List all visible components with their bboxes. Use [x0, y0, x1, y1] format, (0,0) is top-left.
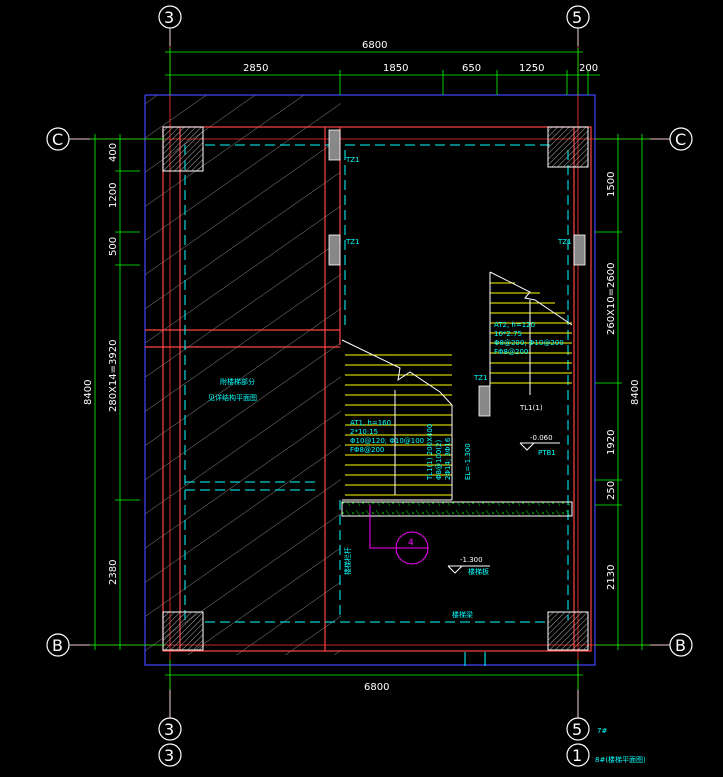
dim-bottom-total: 6800 — [364, 682, 389, 693]
axis-label-c-right: C — [675, 130, 686, 149]
note-left-vertical: 楼梯栏杆 — [343, 547, 352, 575]
dim-left-part-2: 1200 — [108, 183, 119, 208]
elevation-1: -0.060 — [530, 434, 553, 442]
tl1-label: TL1(1) — [519, 404, 543, 412]
at2-note-1: AT2, h=120 — [494, 321, 535, 329]
dim-top-part-3: 650 — [462, 63, 481, 74]
elevation-symbols — [447, 442, 560, 574]
dim-top-total: 6800 — [362, 40, 387, 51]
dim-top-part-4: 1250 — [519, 63, 544, 74]
dim-left-part-3: 500 — [108, 237, 119, 256]
axis-label-c-left: C — [52, 130, 63, 149]
axis-label-bottom-right-2: 1 — [572, 746, 582, 765]
at2-note-3: Φ8@200; Φ10@200 — [494, 339, 564, 347]
tz-columns — [328, 129, 586, 417]
at2-note-2: 10*2.75 — [494, 330, 522, 338]
note-bottom: 楼梯梁 — [452, 610, 473, 619]
axis-label-bottom-left-1: 3 — [164, 720, 174, 739]
stair-at2 — [490, 282, 572, 384]
tl-vert-note-1: TL1(1) 200X400 — [426, 424, 434, 481]
tz1-label-a: TZ1 — [345, 156, 360, 164]
at1-note-2: 2*10:15 — [350, 428, 378, 436]
dim-top-part-5: 200 — [579, 63, 598, 74]
mark-leader — [369, 505, 429, 565]
stair-at1 — [345, 354, 452, 496]
dim-left-part-1: 400 — [108, 143, 119, 162]
elevation-1-tag: PTB1 — [538, 449, 556, 457]
dim-right-part-5: 2130 — [606, 565, 617, 590]
dim-right-part-1: 1500 — [606, 172, 617, 197]
tl-vert-note-4: EL=-1.300 — [464, 443, 472, 480]
at1-note-3: Φ10@120; Φ10@100 — [350, 437, 424, 445]
corner-note-2: 8#(楼梯平面图) — [595, 755, 646, 764]
walls — [145, 126, 592, 652]
dim-right-total: 8400 — [630, 380, 641, 405]
dim-left-total: 8400 — [83, 380, 94, 405]
at1-note-4: FΦ8@200 — [350, 446, 384, 454]
dim-right-part-4: 250 — [606, 481, 617, 500]
hatched-zone — [145, 95, 341, 655]
tz1-label-c: TZ1 — [557, 238, 572, 246]
stair-at1-edges — [341, 339, 453, 501]
slab-outline — [144, 94, 596, 666]
dim-top-part-1: 2850 — [243, 63, 268, 74]
tz1-label-d: TZ1 — [473, 374, 488, 382]
at1-note-1: AT1, h=160 — [350, 419, 391, 427]
axis-label-top-right: 5 — [572, 8, 582, 27]
dimension-lines — [90, 48, 650, 690]
dim-right-part-2: 260X10=2600 — [606, 263, 617, 336]
axis-label-bottom-left-2: 3 — [164, 746, 174, 765]
bottom-cyan-lines — [464, 652, 486, 666]
axis-bubbles — [46, 5, 693, 767]
axis-label-bottom-right-1: 5 — [572, 720, 582, 739]
dim-top-part-2: 1850 — [383, 63, 408, 74]
columns — [162, 126, 589, 651]
circle-mark: 4 — [408, 538, 414, 548]
corner-note-1: 7# — [597, 727, 607, 735]
at2-note-4: FΦ8@200 — [494, 348, 528, 356]
tl-vert-note-3: 2Φ14; 3Φ16 — [444, 437, 452, 480]
tz1-label-b: TZ1 — [345, 238, 360, 246]
mid-note-1: 附楼梯部分 — [220, 377, 255, 386]
stair-at2-edges — [489, 271, 573, 395]
hidden-lines — [184, 144, 569, 623]
axis-label-top-left: 3 — [164, 8, 174, 27]
dim-left-part-5: 2380 — [108, 560, 119, 585]
elevation-2-tag: 楼梯板 — [468, 567, 489, 576]
elevation-2: -1.300 — [460, 556, 483, 564]
tl-vert-note-2: Φ8@100(2) — [435, 439, 443, 480]
mid-note-2: 见详结构平面图 — [208, 393, 257, 402]
dim-right-part-3: 1920 — [606, 430, 617, 455]
axis-extensions — [66, 28, 672, 718]
dim-left-part-4: 280X14=3920 — [108, 340, 119, 413]
axis-label-b-left: B — [52, 636, 63, 655]
landing-slab — [341, 501, 573, 517]
axis-label-b-right: B — [675, 636, 686, 655]
